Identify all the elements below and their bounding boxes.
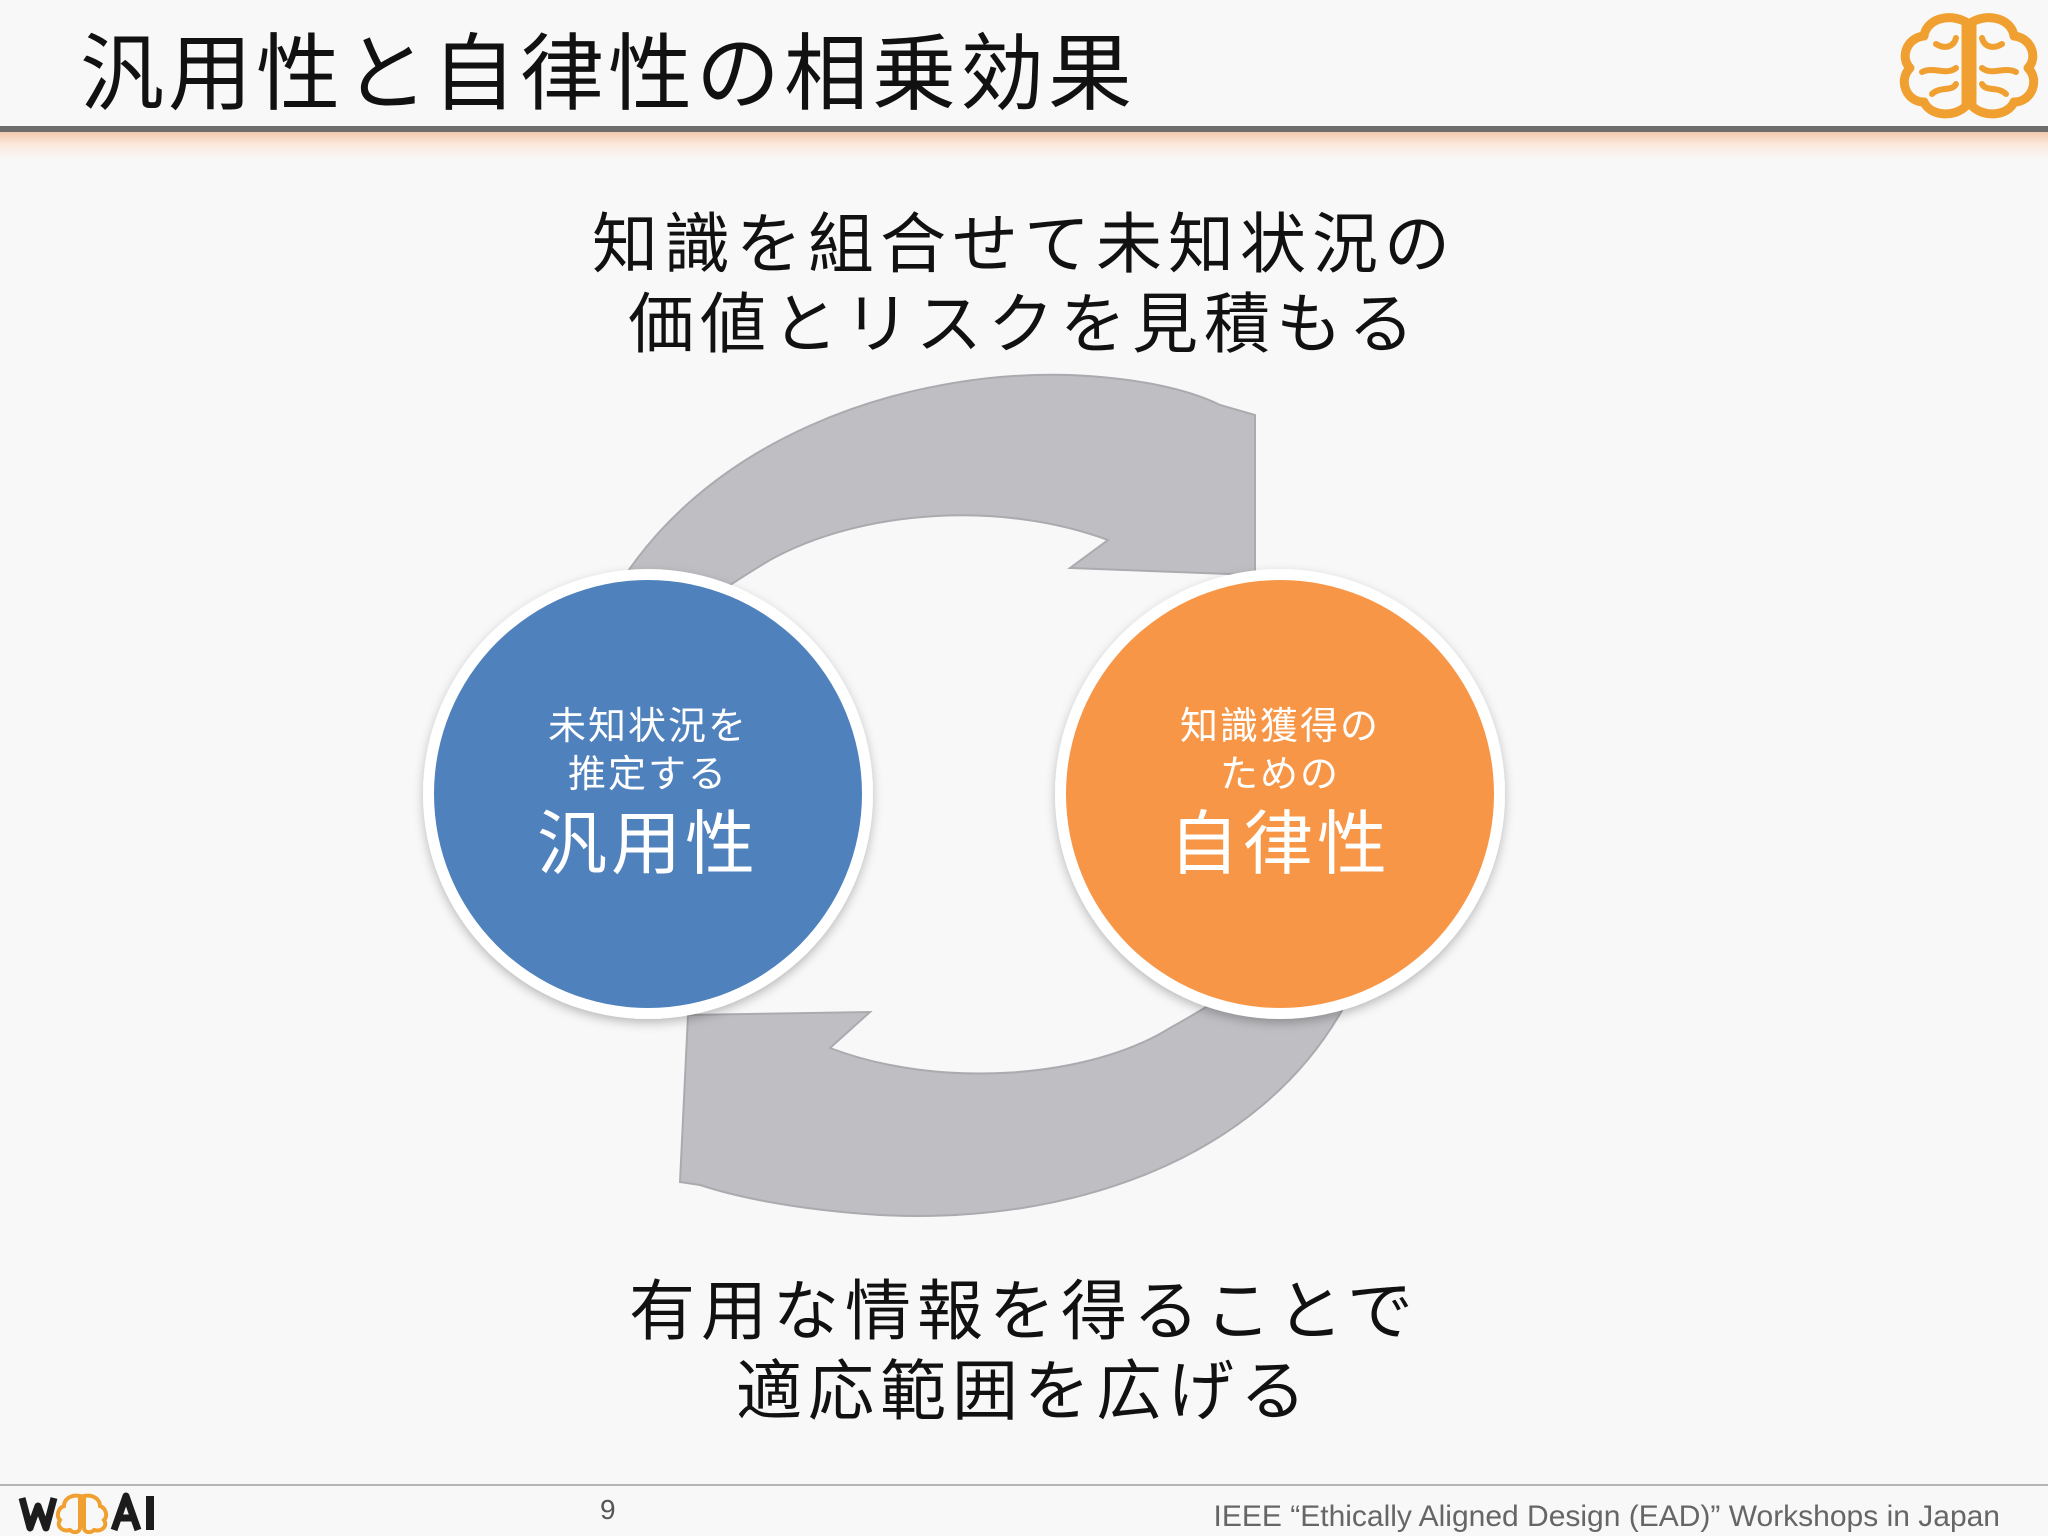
left-circle-line-2: 推定する xyxy=(567,752,728,796)
right-circle-line-2: ための xyxy=(1219,752,1340,796)
title-divider xyxy=(0,126,2048,132)
footer-divider xyxy=(0,1484,2048,1486)
right-circle xyxy=(1066,580,1494,1008)
right-circle-title: 自律性 xyxy=(1169,803,1391,885)
right-circle-line-1: 知識獲得の xyxy=(1179,704,1380,748)
left-circle-label: 未知状況を 推定する 汎用性 xyxy=(478,702,818,890)
footer-event-text: IEEE “Ethically Aligned Design (EAD)” Wo… xyxy=(1213,1500,2000,1533)
caption-bottom-line-1: 有用な情報を得ることで xyxy=(628,1273,1420,1350)
bottom-cycle-arrow xyxy=(678,996,1347,1217)
left-circle-line-1: 未知状況を xyxy=(547,704,748,748)
caption-bottom-line-2: 適応範囲を広げる xyxy=(736,1353,1312,1430)
caption-top: 知識を組合せて未知状況の 価値とリスクを見積もる xyxy=(0,205,2048,365)
caption-top-line-2: 価値とリスクを見積もる xyxy=(628,286,1420,363)
left-circle-title: 汎用性 xyxy=(537,803,759,885)
wai-logo-icon xyxy=(18,1492,154,1534)
left-circle xyxy=(434,580,862,1008)
caption-bottom: 有用な情報を得ることで 適応範囲を広げる xyxy=(0,1272,2048,1432)
top-cycle-arrow xyxy=(608,373,1256,606)
slide-title: 汎用性と自律性の相乗効果 xyxy=(80,25,1137,123)
title-divider-shadow xyxy=(0,132,2048,160)
caption-top-line-1: 知識を組合せて未知状況の xyxy=(592,206,1456,283)
page-number: 9 xyxy=(600,1494,616,1525)
right-circle-label: 知識獲得の ための 自律性 xyxy=(1110,702,1450,890)
brain-logo-icon xyxy=(1899,13,2039,119)
